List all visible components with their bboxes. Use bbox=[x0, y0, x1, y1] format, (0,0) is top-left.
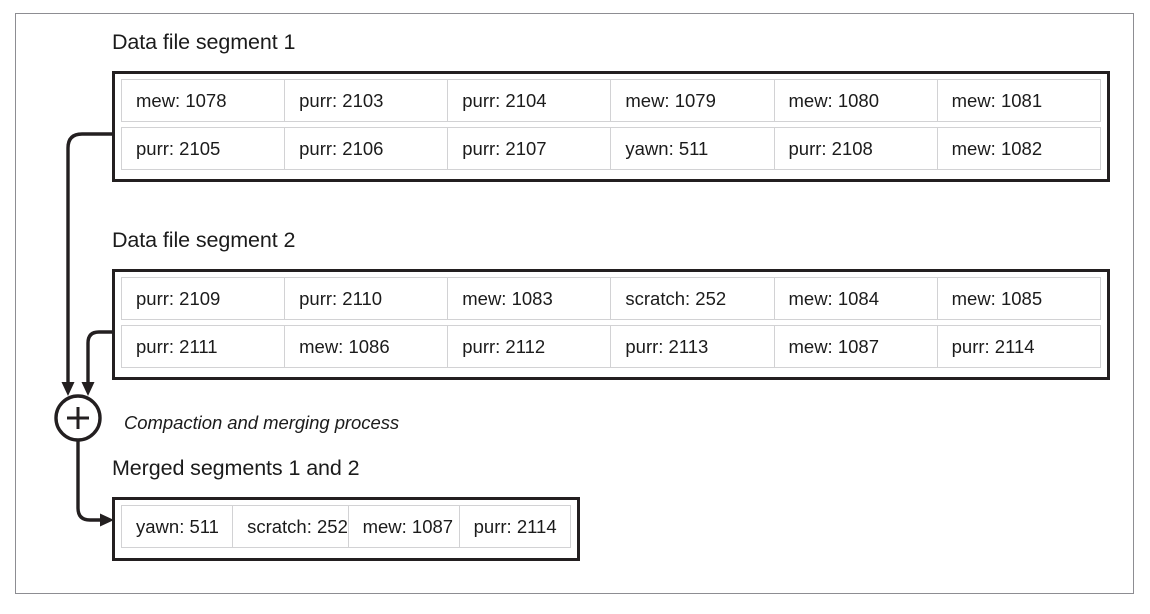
table-cell: purr: 2108 bbox=[773, 127, 938, 170]
segment-1-row-1: mew: 1078 purr: 2103 purr: 2104 mew: 107… bbox=[121, 79, 1102, 122]
segment-2-row-2: purr: 2111 mew: 1086 purr: 2112 purr: 21… bbox=[121, 325, 1102, 368]
table-cell: purr: 2110 bbox=[284, 277, 449, 320]
segment-1-row-2: purr: 2105 purr: 2106 purr: 2107 yawn: 5… bbox=[121, 127, 1102, 170]
table-cell: purr: 2114 bbox=[458, 505, 572, 548]
table-cell: mew: 1087 bbox=[347, 505, 460, 548]
table-cell: purr: 2107 bbox=[447, 127, 612, 170]
table-cell: mew: 1087 bbox=[773, 325, 938, 368]
table-cell: mew: 1079 bbox=[610, 79, 775, 122]
table-cell: yawn: 511 bbox=[610, 127, 775, 170]
segment-2-row-1: purr: 2109 purr: 2110 mew: 1083 scratch:… bbox=[121, 277, 1102, 320]
segment-2-box: purr: 2109 purr: 2110 mew: 1083 scratch:… bbox=[112, 269, 1110, 380]
table-cell: purr: 2111 bbox=[121, 325, 286, 368]
table-cell: purr: 2106 bbox=[284, 127, 449, 170]
figure-frame: Data file segment 1 mew: 1078 purr: 2103… bbox=[15, 13, 1134, 594]
table-cell: purr: 2109 bbox=[121, 277, 286, 320]
table-cell: purr: 2113 bbox=[610, 325, 775, 368]
table-cell: mew: 1080 bbox=[773, 79, 938, 122]
table-cell: mew: 1082 bbox=[936, 127, 1102, 170]
process-label: Compaction and merging process bbox=[124, 412, 400, 433]
segment-1-title: Data file segment 1 bbox=[112, 30, 296, 54]
segment-1-box: mew: 1078 purr: 2103 purr: 2104 mew: 107… bbox=[112, 71, 1110, 182]
table-cell: purr: 2104 bbox=[447, 79, 612, 122]
table-cell: purr: 2105 bbox=[121, 127, 286, 170]
table-cell: scratch: 252 bbox=[610, 277, 775, 320]
table-cell: mew: 1078 bbox=[121, 79, 286, 122]
table-cell: scratch: 252 bbox=[232, 505, 349, 548]
table-cell: purr: 2112 bbox=[447, 325, 612, 368]
merged-title: Merged segments 1 and 2 bbox=[112, 456, 360, 480]
table-cell: purr: 2103 bbox=[284, 79, 449, 122]
merged-box: yawn: 511 scratch: 252 mew: 1087 purr: 2… bbox=[112, 497, 580, 561]
table-cell: mew: 1081 bbox=[936, 79, 1102, 122]
table-cell: mew: 1083 bbox=[447, 277, 612, 320]
table-cell: yawn: 511 bbox=[121, 505, 234, 548]
segment-2-title: Data file segment 2 bbox=[112, 228, 296, 252]
table-cell: mew: 1084 bbox=[773, 277, 938, 320]
table-cell: purr: 2114 bbox=[936, 325, 1102, 368]
table-cell: mew: 1086 bbox=[284, 325, 449, 368]
merged-row-1: yawn: 511 scratch: 252 mew: 1087 purr: 2… bbox=[121, 505, 572, 548]
table-cell: mew: 1085 bbox=[936, 277, 1102, 320]
